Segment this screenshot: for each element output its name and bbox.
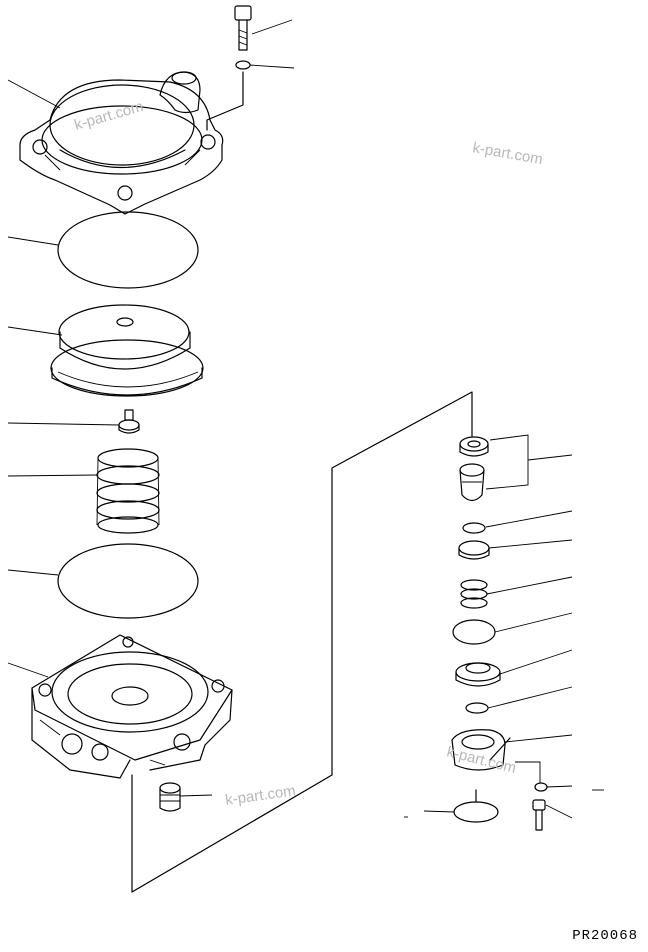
gasket-lower-part <box>57 543 199 619</box>
valve-body-part <box>31 634 233 779</box>
washer-leader <box>206 71 244 131</box>
stem-part <box>118 409 140 434</box>
cover-bolt-part <box>234 5 252 51</box>
lock-washer-part <box>235 60 251 70</box>
drawing-code-label: PR20068 <box>572 928 638 944</box>
watermark-1: k-part.com <box>72 98 145 134</box>
top-cover-part <box>19 71 224 215</box>
assembly-bracket-line <box>131 391 473 893</box>
gasket-upper-part <box>57 211 199 289</box>
plug-part <box>159 782 181 812</box>
watermark-2: k-part.com <box>471 139 544 168</box>
valve-stack-parts <box>451 436 548 831</box>
leader-lines <box>7 19 604 819</box>
diaphragm-plate-part <box>50 304 204 397</box>
spring-part <box>96 448 160 534</box>
watermark-3: k-part.com <box>224 782 297 809</box>
